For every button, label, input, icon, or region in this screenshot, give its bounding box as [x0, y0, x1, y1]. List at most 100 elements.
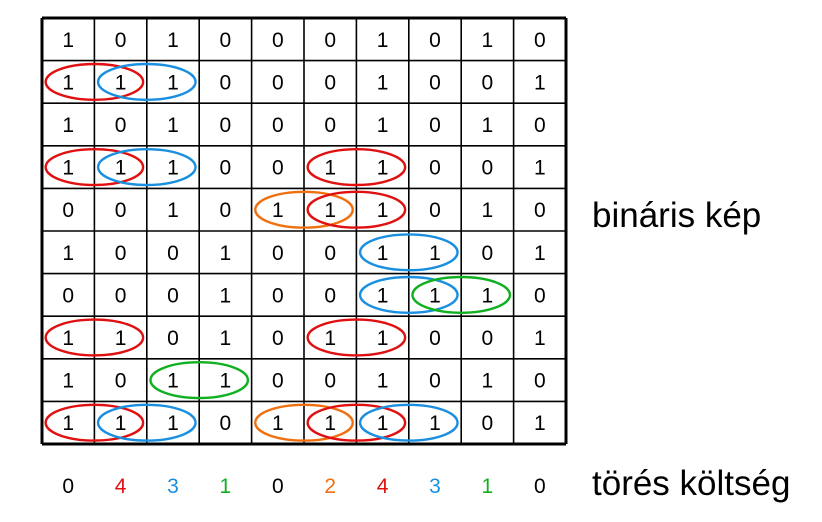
binary-image-label: bináris kép [592, 196, 762, 235]
grid-cell: 0 [324, 370, 336, 393]
grid-cell: 1 [324, 412, 336, 435]
grid-cell: 1 [324, 327, 336, 350]
grid-cell: 0 [115, 370, 127, 393]
grid-cell: 0 [115, 242, 127, 265]
grid-cell: 0 [272, 284, 284, 307]
grid-cell: 0 [429, 157, 441, 180]
pair-ellipse-blue [96, 403, 197, 442]
grid-cell: 0 [429, 199, 441, 222]
grid-cell: 1 [62, 157, 74, 180]
grid-cell: 1 [167, 157, 179, 180]
grid-cell: 0 [115, 199, 127, 222]
pair-ellipse-red [306, 403, 407, 442]
grid-cell: 0 [272, 29, 284, 52]
grid-cell: 1 [377, 242, 389, 265]
grid-cell: 0 [534, 370, 546, 393]
grid-cell: 0 [220, 71, 232, 94]
grid-cell: 1 [429, 412, 441, 435]
grid-cell: 0 [220, 412, 232, 435]
grid-cell: 1 [62, 327, 74, 350]
grid-cell: 0 [272, 242, 284, 265]
pair-ellipse-blue [96, 62, 197, 101]
grid-cell: 1 [377, 71, 389, 94]
grid-cell: 1 [377, 370, 389, 393]
grid-cell: 0 [429, 114, 441, 137]
grid-cell: 0 [534, 29, 546, 52]
pair-ellipse-red [306, 190, 407, 229]
cost-value: 4 [115, 475, 127, 498]
grid-cell: 1 [167, 370, 179, 393]
cost-value: 1 [482, 475, 494, 498]
grid-cell: 1 [115, 412, 127, 435]
grid-cell: 1 [377, 157, 389, 180]
grid-cell: 1 [62, 29, 74, 52]
grid-cell: 1 [167, 71, 179, 94]
grid-cell: 1 [220, 284, 232, 307]
grid-cell: 1 [272, 199, 284, 222]
grid-cell: 1 [62, 71, 74, 94]
grid-cell: 1 [220, 242, 232, 265]
grid-cell: 0 [534, 199, 546, 222]
grid-cell: 1 [377, 284, 389, 307]
cost-value: 1 [220, 475, 232, 498]
grid-cell: 0 [220, 114, 232, 137]
grid-cell: 0 [429, 370, 441, 393]
grid-cell: 0 [324, 242, 336, 265]
cost-value: 0 [62, 475, 74, 498]
cost-value: 0 [534, 475, 546, 498]
grid-cell: 1 [482, 284, 494, 307]
grid-cell: 1 [429, 242, 441, 265]
grid-cell: 1 [377, 412, 389, 435]
grid-cell: 1 [272, 412, 284, 435]
grid-cell: 0 [272, 114, 284, 137]
pair-ellipse-red [44, 148, 145, 187]
grid-cell: 1 [482, 370, 494, 393]
pair-ellipse-orange [254, 403, 354, 442]
grid-cell: 1 [429, 284, 441, 307]
grid-cell: 0 [167, 284, 179, 307]
pair-ellipse-blue [358, 403, 459, 442]
grid-cell: 0 [429, 29, 441, 52]
grid-cell: 1 [167, 114, 179, 137]
grid-cell: 1 [167, 29, 179, 52]
grid-cell: 0 [534, 284, 546, 307]
grid-cell: 1 [220, 327, 232, 350]
grid-cell: 1 [62, 242, 74, 265]
grid-cell: 0 [324, 71, 336, 94]
grid-cell: 1 [62, 114, 74, 137]
grid-cell: 1 [534, 242, 546, 265]
grid-cell: 1 [534, 412, 546, 435]
pair-ellipse-blue [96, 148, 197, 187]
grid-cell: 0 [482, 242, 494, 265]
grid-cell: 0 [482, 412, 494, 435]
pair-ellipse-red [44, 318, 145, 357]
pair-ellipse-red [306, 148, 407, 187]
pair-ellipse-green [411, 275, 512, 314]
pair-ellipse-red [44, 403, 145, 442]
grid-cell: 1 [167, 412, 179, 435]
grid-cell: 1 [482, 199, 494, 222]
grid-lines [40, 16, 568, 446]
cost-value: 2 [324, 475, 336, 498]
grid-cell: 0 [220, 199, 232, 222]
grid-cell: 1 [62, 370, 74, 393]
grid-cell: 0 [220, 157, 232, 180]
grid-cell: 1 [377, 327, 389, 350]
grid-cell: 0 [62, 284, 74, 307]
grid-cell: 0 [324, 114, 336, 137]
grid-cell: 0 [167, 242, 179, 265]
grid-cell: 1 [534, 327, 546, 350]
cost-value: 3 [429, 475, 441, 498]
grid-cell: 0 [534, 114, 546, 137]
grid-cell: 1 [377, 29, 389, 52]
grid-cell: 0 [62, 199, 74, 222]
grid-cell: 0 [115, 114, 127, 137]
pair-ellipse-blue [358, 233, 459, 272]
pair-ellipse-orange [254, 190, 354, 229]
cell-values: 1 0 1 0 0 0 1 0 1 0 1 1 1 0 0 0 1 0 0 1 1 0 1 0 0 0 1 0 1 0 1 1 1 0 0 1 1 0 0 1… [62, 29, 545, 435]
grid-cell: 0 [115, 29, 127, 52]
grid-cell: 1 [534, 71, 546, 94]
grid-cell: 1 [115, 327, 127, 350]
grid-cell: 0 [429, 71, 441, 94]
